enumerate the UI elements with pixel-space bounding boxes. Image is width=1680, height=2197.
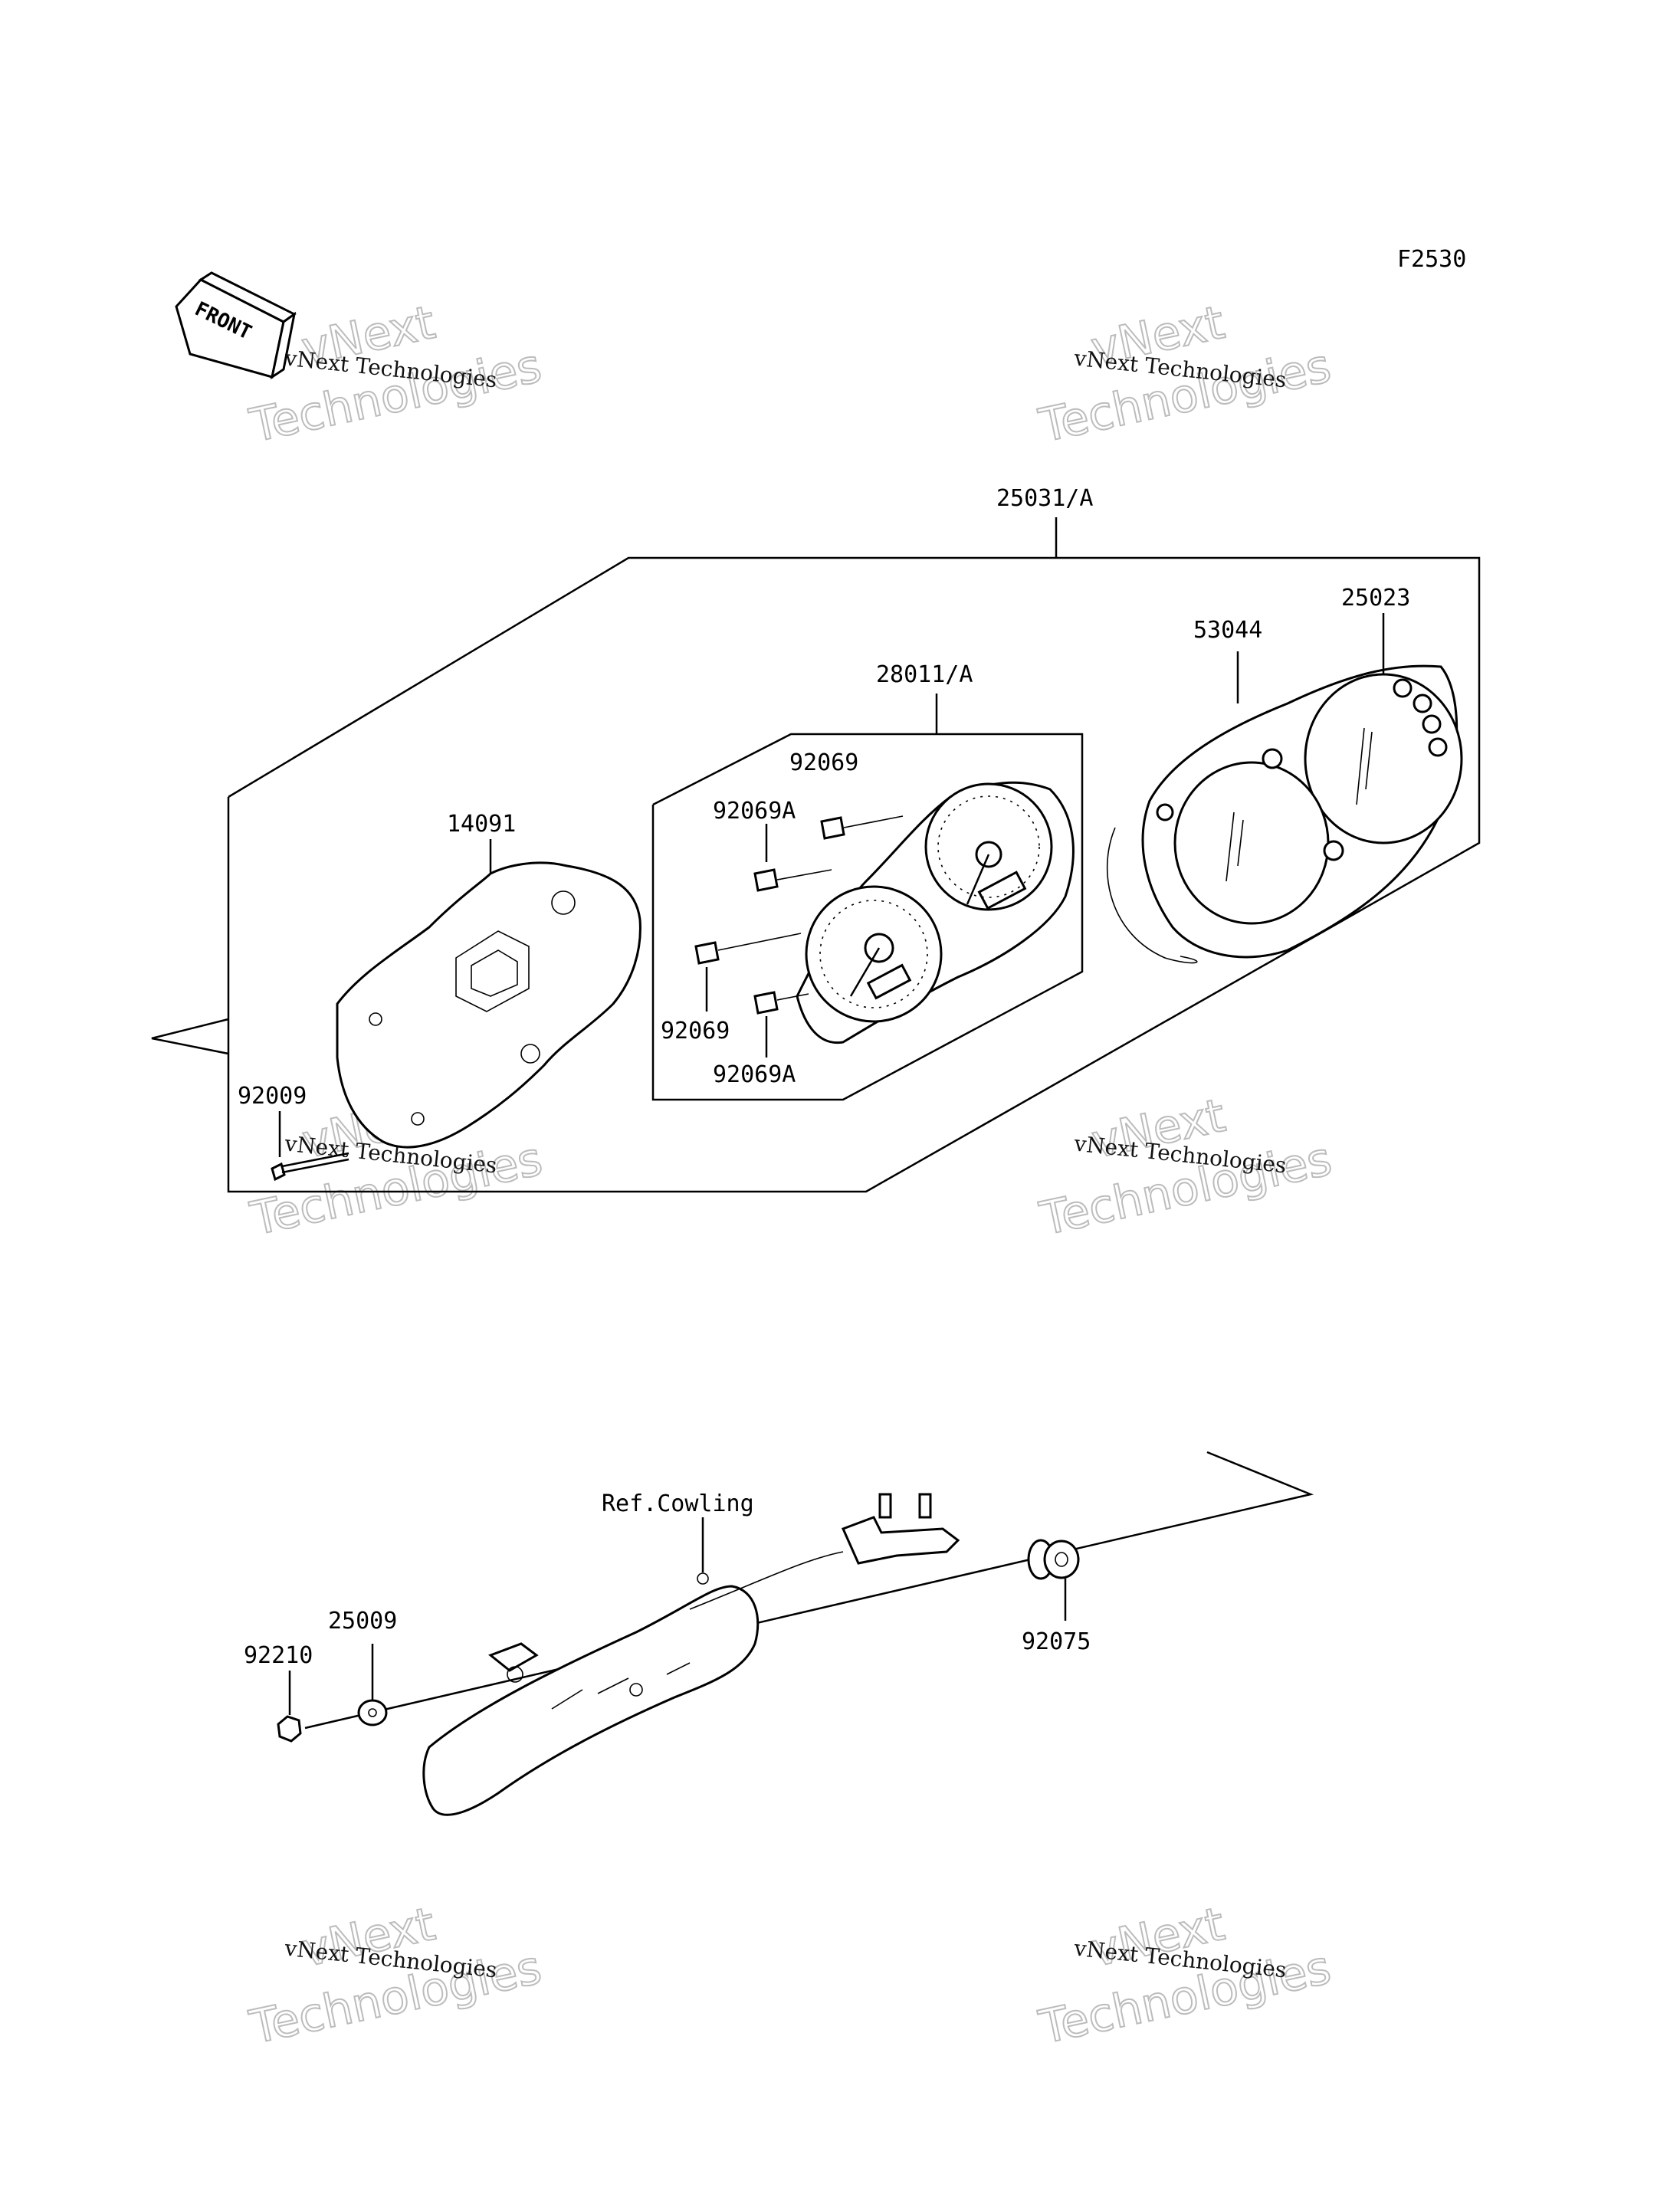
speedometer-lens — [1173, 761, 1330, 925]
tachometer-lens — [1304, 673, 1463, 844]
label-nut: 92210 — [244, 1642, 313, 1669]
front-arrow-icon: FRONT — [175, 271, 297, 380]
label-case: 14091 — [447, 811, 516, 838]
label-screw: 92009 — [238, 1083, 307, 1110]
meter-lens-assembly — [1106, 613, 1463, 964]
label-ref-cowling: Ref.Cowling — [602, 1490, 754, 1517]
washer-icon — [357, 1644, 388, 1726]
label-washer: 25009 — [328, 1608, 397, 1635]
label-bulb-upper: 92069 — [789, 749, 858, 776]
bulb-icon-lower-a — [753, 991, 809, 1058]
bulb-icon-upper — [820, 815, 904, 840]
bracket-reference-lines — [304, 1451, 1314, 1730]
watermark-mid-right: vNext Technologies vNext Technologies — [1035, 1088, 1337, 1248]
meter-lower-case — [336, 839, 641, 1149]
assembly-outline — [151, 517, 1481, 1193]
label-gasket: 53044 — [1193, 617, 1262, 644]
label-meter-unit: 28011/A — [876, 661, 973, 688]
watermark-bottom-left: vNext Technologies vNext Technologies — [244, 1897, 547, 2056]
label-bulb-lower-a: 92069A — [713, 1061, 796, 1088]
label-bulb-lower: 92069 — [661, 1018, 730, 1044]
bulb-icon-upper-a — [753, 824, 832, 892]
label-lens: 25023 — [1341, 585, 1410, 612]
damper-icon — [1027, 1539, 1080, 1621]
screw-icon — [271, 1111, 349, 1182]
nut-icon — [277, 1671, 302, 1743]
label-bulb-upper-a: 92069A — [713, 798, 796, 825]
bulb-icon-lower — [694, 933, 802, 1012]
label-damper: 92075 — [1022, 1628, 1091, 1655]
label-assembly: 25031/A — [996, 485, 1093, 512]
watermark-bottom-right: vNext Technologies vNext Technologies — [1034, 1897, 1337, 2056]
meter-unit-outline — [651, 694, 1084, 1101]
figure-code: F2530 — [1397, 246, 1466, 273]
watermark-top-right: vNext Technologies vNext Technologies — [1034, 295, 1337, 454]
meter-bracket — [422, 1493, 960, 1816]
meter-face — [796, 781, 1075, 1044]
